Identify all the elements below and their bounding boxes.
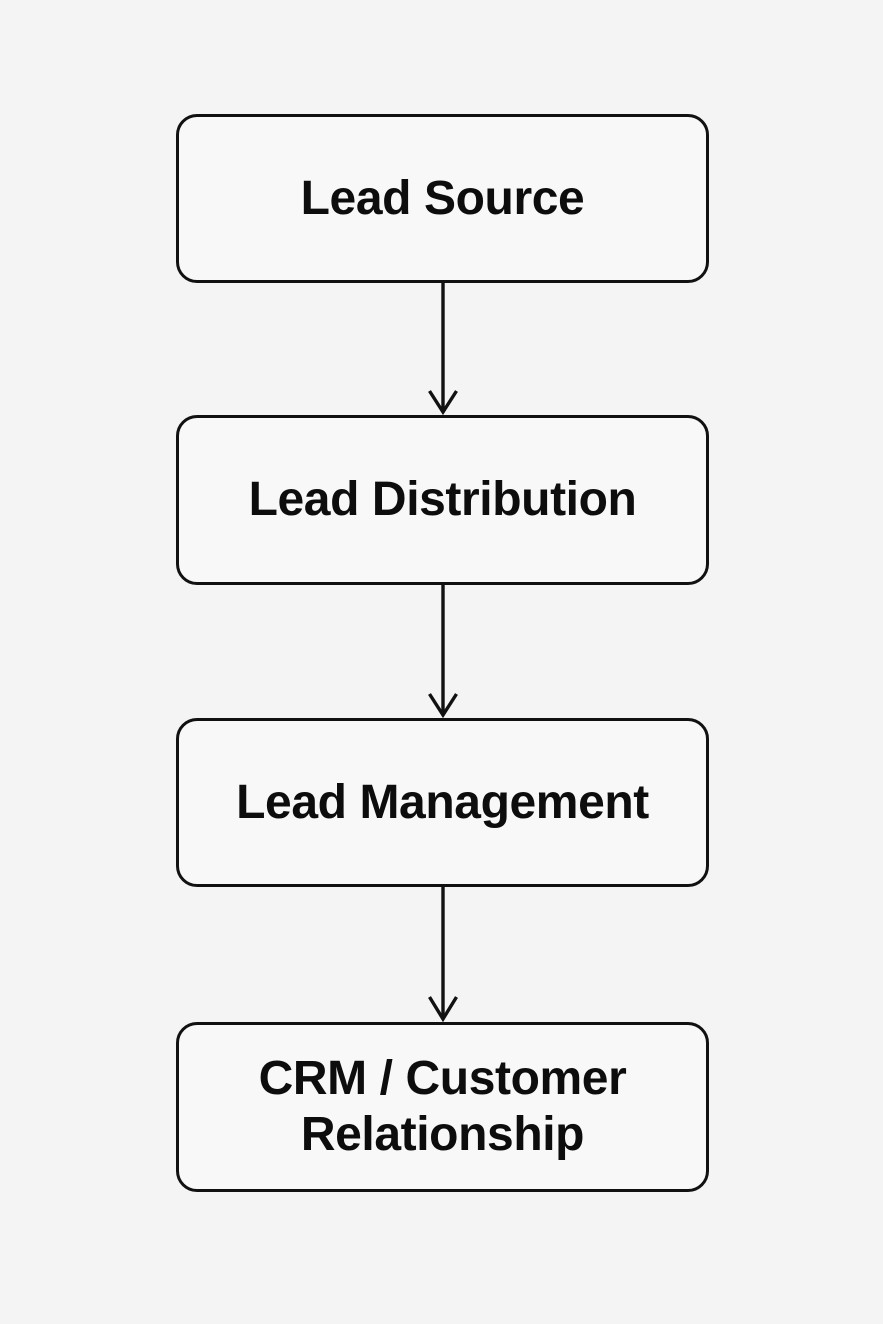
arrow-down-icon [428,585,458,718]
flow-node-label: Lead Management [236,775,649,829]
flow-node-label: Lead Source [300,171,585,225]
flow-connector-lead-management-to-crm [428,887,458,1022]
flow-node-label: CRM / Customer Relationship [258,1052,627,1161]
flow-connector-lead-source-to-lead-distribution [428,283,458,415]
flow-node-label: Lead Distribution [248,473,637,527]
flow-node-crm[interactable]: CRM / Customer Relationship [176,1022,709,1192]
flow-connector-lead-distribution-to-lead-management [428,585,458,718]
flow-node-lead-distribution[interactable]: Lead Distribution [176,415,709,585]
arrow-down-icon [428,283,458,415]
flow-node-lead-management[interactable]: Lead Management [176,718,709,887]
flow-node-lead-source[interactable]: Lead Source [176,114,709,283]
arrow-down-icon [428,887,458,1022]
